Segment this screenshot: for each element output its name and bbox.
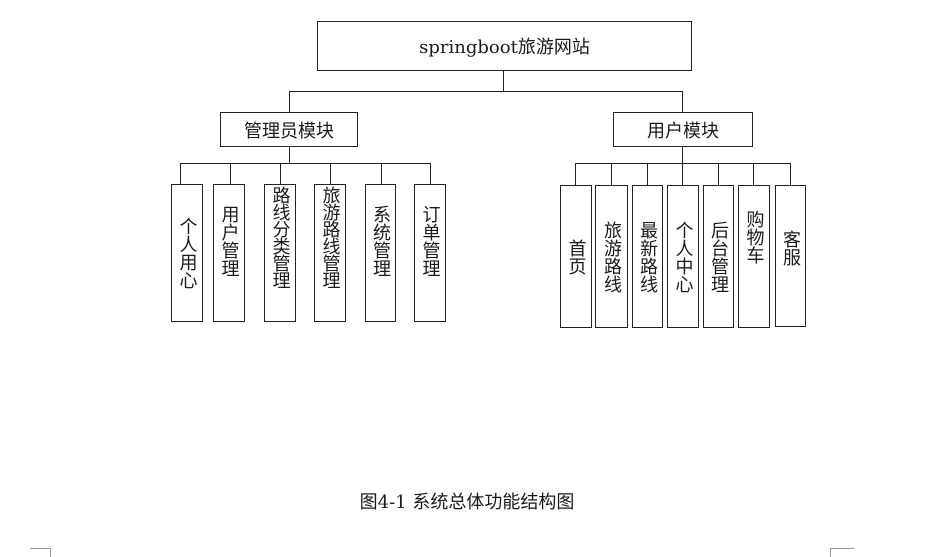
page-corner-mark [830, 548, 831, 557]
user-child-label: 购物车 [743, 210, 765, 264]
admin-child-label: 旅游路线管理 [319, 186, 341, 288]
connector [575, 163, 576, 185]
admin-module-label: 管理员模块 [244, 120, 334, 142]
connector [575, 163, 791, 164]
admin-child-label: 订单管理 [419, 205, 441, 277]
admin-child-node: 用户管理 [213, 184, 245, 322]
connector [647, 163, 648, 185]
user-module-label: 用户模块 [647, 120, 719, 142]
page-corner-mark [30, 548, 50, 549]
connector [289, 91, 682, 92]
user-child-label: 最新路线 [637, 220, 658, 293]
user-child-label: 个人中心 [672, 220, 694, 293]
user-child-label: 客服 [780, 230, 801, 266]
user-child-label: 旅游路线 [601, 220, 622, 293]
page-corner-mark [50, 548, 51, 557]
user-child-node: 购物车 [738, 185, 770, 328]
connector [180, 163, 181, 184]
connector [180, 163, 431, 164]
user-child-node: 首页 [560, 185, 592, 328]
admin-child-node: 旅游路线管理 [314, 184, 346, 322]
admin-child-label: 个人用心 [176, 217, 198, 289]
user-child-node: 个人中心 [667, 185, 699, 328]
connector [289, 147, 290, 164]
admin-child-node: 系统管理 [365, 184, 396, 322]
connector [230, 163, 231, 184]
admin-child-label: 系统管理 [370, 205, 391, 277]
connector [330, 163, 331, 184]
connector [503, 71, 504, 92]
connector [718, 163, 719, 185]
admin-child-label: 路线分类管理 [269, 186, 291, 288]
connector [790, 163, 791, 185]
admin-module-node: 管理员模块 [220, 112, 358, 147]
connector [289, 91, 290, 112]
root-node: springboot旅游网站 [317, 21, 692, 71]
admin-child-node: 路线分类管理 [264, 184, 296, 322]
admin-child-label: 用户管理 [218, 205, 240, 277]
admin-child-node: 订单管理 [414, 184, 446, 322]
admin-child-node: 个人用心 [171, 184, 203, 322]
connector [682, 91, 683, 112]
user-child-node: 后台管理 [703, 185, 734, 328]
user-child-node: 旅游路线 [595, 185, 628, 328]
connector [280, 163, 281, 184]
connector [753, 163, 754, 185]
user-module-node: 用户模块 [613, 112, 753, 147]
user-child-label: 首页 [565, 238, 587, 275]
user-child-label: 后台管理 [708, 220, 729, 293]
connector [381, 163, 382, 184]
user-child-node: 客服 [775, 185, 806, 327]
figure-caption: 图4-1 系统总体功能结构图 [359, 492, 575, 513]
connector [611, 163, 612, 185]
connector [682, 147, 683, 164]
page-corner-mark [830, 548, 854, 549]
connector [430, 163, 431, 184]
user-child-node: 最新路线 [632, 185, 663, 328]
root-node-label: springboot旅游网站 [419, 37, 590, 58]
connector [682, 163, 683, 185]
